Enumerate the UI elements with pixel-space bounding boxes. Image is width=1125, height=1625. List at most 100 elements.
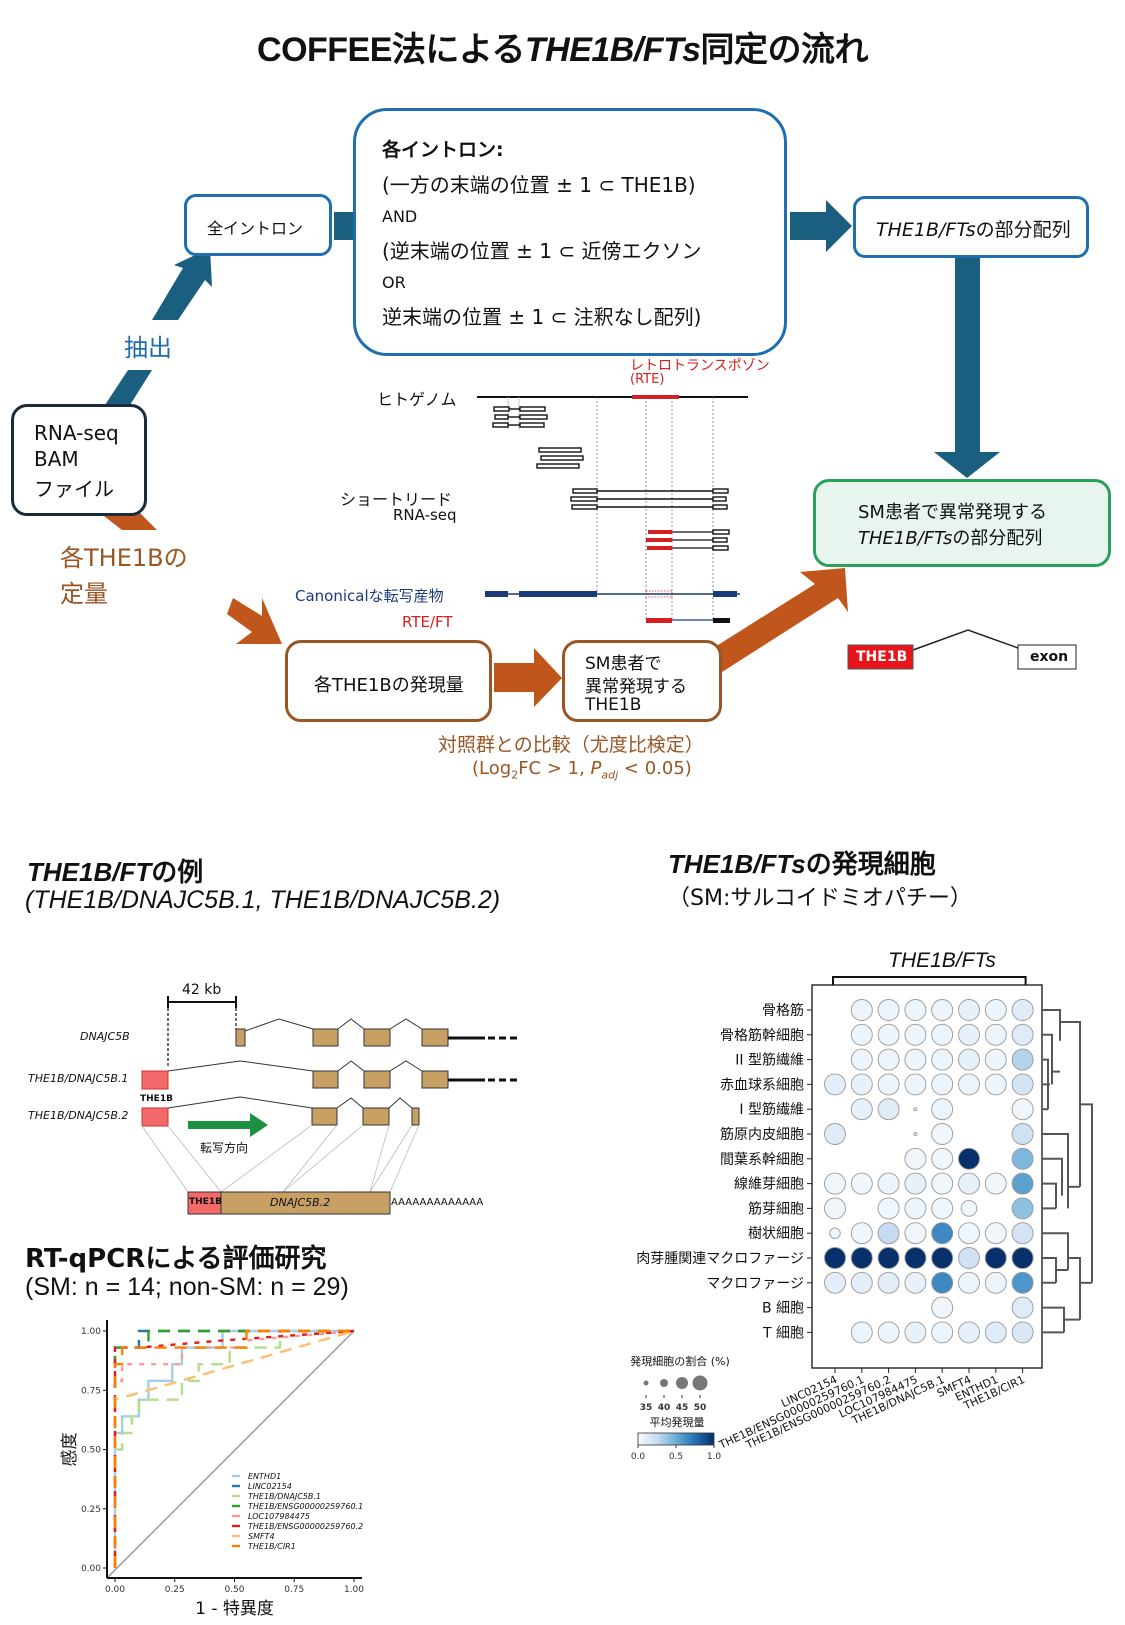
dot bbox=[850, 1023, 873, 1046]
transcription-arrow bbox=[188, 1113, 268, 1137]
size-legend-dot bbox=[660, 1379, 668, 1387]
x-tick-label: 0.25 bbox=[165, 1585, 185, 1595]
row-label: 間葉系幹細胞 bbox=[720, 1151, 804, 1168]
short-reads-group3 bbox=[570, 488, 729, 510]
legend-label: SMFT4 bbox=[248, 1532, 275, 1541]
dendrogram-branch bbox=[1042, 1058, 1049, 1111]
result-suffix: の部分配列 bbox=[952, 528, 1043, 549]
dnajc5b-row bbox=[235, 1018, 520, 1047]
dot bbox=[1011, 1271, 1034, 1294]
color-legend-bar bbox=[637, 1432, 715, 1446]
dot bbox=[877, 1048, 900, 1071]
criteria-and: AND bbox=[382, 207, 418, 226]
criteria-line2: (逆末端の位置 ± 1 ⊂ 近傍エクソン bbox=[382, 239, 702, 263]
dot bbox=[877, 1247, 900, 1269]
x-tick-label: 0.50 bbox=[224, 1585, 244, 1595]
rtqpcr-subtitle: (SM: n = 14; non-SM: n = 29) bbox=[25, 1273, 349, 1301]
human-genome-label: ヒトゲノム bbox=[377, 390, 457, 409]
dot bbox=[850, 1048, 873, 1071]
stat-p: P bbox=[590, 758, 602, 779]
dendrogram-branch bbox=[1042, 1009, 1061, 1041]
short-reads-rte bbox=[646, 529, 730, 551]
legend-label: ENTHD1 bbox=[248, 1472, 281, 1481]
sm-box-line2: 異常発現する bbox=[585, 677, 687, 697]
dot bbox=[931, 1073, 954, 1096]
dot bbox=[850, 1321, 873, 1344]
y-tick-label: 0.25 bbox=[81, 1505, 101, 1515]
partial-seq-italic: THE1B/FTs bbox=[876, 219, 976, 241]
dot bbox=[958, 1147, 980, 1170]
dot bbox=[824, 1247, 846, 1269]
dot bbox=[824, 1172, 846, 1195]
example-heading-suffix: の例 bbox=[151, 857, 204, 887]
arrow-expr-sm bbox=[494, 648, 562, 707]
dot bbox=[931, 1172, 954, 1195]
dendrogram-branch bbox=[1068, 1257, 1081, 1320]
dnajc5b2-row bbox=[141, 1096, 420, 1127]
y-tick-label: 0.00 bbox=[81, 1564, 101, 1574]
plot-frame bbox=[811, 984, 1043, 1369]
partial-seq-suffix: の部分配列 bbox=[975, 219, 1071, 241]
diagonal-reference bbox=[106, 1330, 355, 1579]
row-label: マクロファージ bbox=[706, 1276, 804, 1292]
dot bbox=[913, 1132, 918, 1136]
the1b-small-label: THE1B bbox=[140, 1094, 173, 1104]
extract-arrow-lower bbox=[105, 370, 152, 405]
row-label: 樹状細胞 bbox=[748, 1226, 804, 1242]
canonical-transcript bbox=[485, 590, 740, 598]
dot bbox=[958, 1247, 980, 1269]
dot bbox=[904, 1247, 927, 1269]
dot bbox=[958, 1073, 980, 1096]
y-axis-label: 感度 bbox=[60, 1433, 80, 1467]
dot bbox=[1011, 1222, 1034, 1245]
gene-structure-diagram bbox=[141, 996, 520, 1215]
dot bbox=[877, 1197, 900, 1220]
sm-the1b-box: SM患者で 異常発現する THE1B bbox=[562, 640, 722, 722]
title-prefix: COFFEE法による bbox=[257, 31, 525, 69]
y-tick-label: 0.50 bbox=[81, 1446, 101, 1456]
dot bbox=[850, 1247, 873, 1269]
bam-line2: BAM bbox=[34, 447, 79, 471]
row-label: II 型筋繊維 bbox=[735, 1052, 804, 1069]
rte-ft-transcript bbox=[646, 618, 730, 623]
dot bbox=[1011, 1073, 1034, 1096]
row-label: 赤血球系細胞 bbox=[720, 1077, 804, 1093]
dendrogram-branch bbox=[1042, 1133, 1069, 1209]
dot bbox=[931, 999, 954, 1021]
column-bracket bbox=[832, 976, 1027, 985]
color-legend-label: 0.0 bbox=[631, 1452, 646, 1462]
dot bbox=[877, 1023, 900, 1046]
dot bbox=[850, 1073, 873, 1096]
result-line2: THE1B/FTsの部分配列 bbox=[858, 524, 1042, 550]
arrow-sm-result bbox=[710, 568, 848, 672]
rte-ft-label: RTE/FT bbox=[402, 613, 453, 631]
partial-seq-label: THE1B/FTsの部分配列 bbox=[876, 215, 1071, 242]
criteria-or: OR bbox=[382, 273, 406, 292]
stat-mid: FC > 1, bbox=[518, 758, 591, 779]
dot bbox=[1011, 1147, 1034, 1170]
title-suffix: 同定の流れ bbox=[700, 31, 868, 69]
dot bbox=[850, 1172, 873, 1195]
short-reads-group1 bbox=[492, 406, 548, 428]
row-label-dnajc5b1: THE1B/DNAJC5B.1 bbox=[28, 1072, 129, 1085]
dot bbox=[877, 1271, 900, 1294]
row-label: B 細胞 bbox=[762, 1301, 804, 1317]
dot bbox=[931, 1321, 954, 1344]
sm-box-line3: THE1B bbox=[585, 695, 642, 715]
dot bbox=[958, 999, 980, 1021]
dot bbox=[960, 1200, 978, 1217]
criteria-box: 各イントロン: (一方の末端の位置 ± 1 ⊂ THE1B) AND (逆末端の… bbox=[353, 108, 787, 356]
dotplot-title: THE1B/FTs bbox=[888, 949, 996, 972]
dot bbox=[958, 1271, 980, 1294]
dot bbox=[1011, 1197, 1034, 1220]
roc-line bbox=[113, 1329, 354, 1568]
dot bbox=[824, 1073, 846, 1096]
flow-arrows bbox=[100, 200, 1000, 707]
bam-line3: ファイル bbox=[34, 477, 114, 501]
size-legend-dot bbox=[692, 1375, 708, 1391]
dot bbox=[904, 1197, 927, 1220]
cells-heading-suffix: の発現細胞 bbox=[805, 849, 936, 879]
dot bbox=[931, 1247, 954, 1269]
dot bbox=[904, 1172, 927, 1195]
